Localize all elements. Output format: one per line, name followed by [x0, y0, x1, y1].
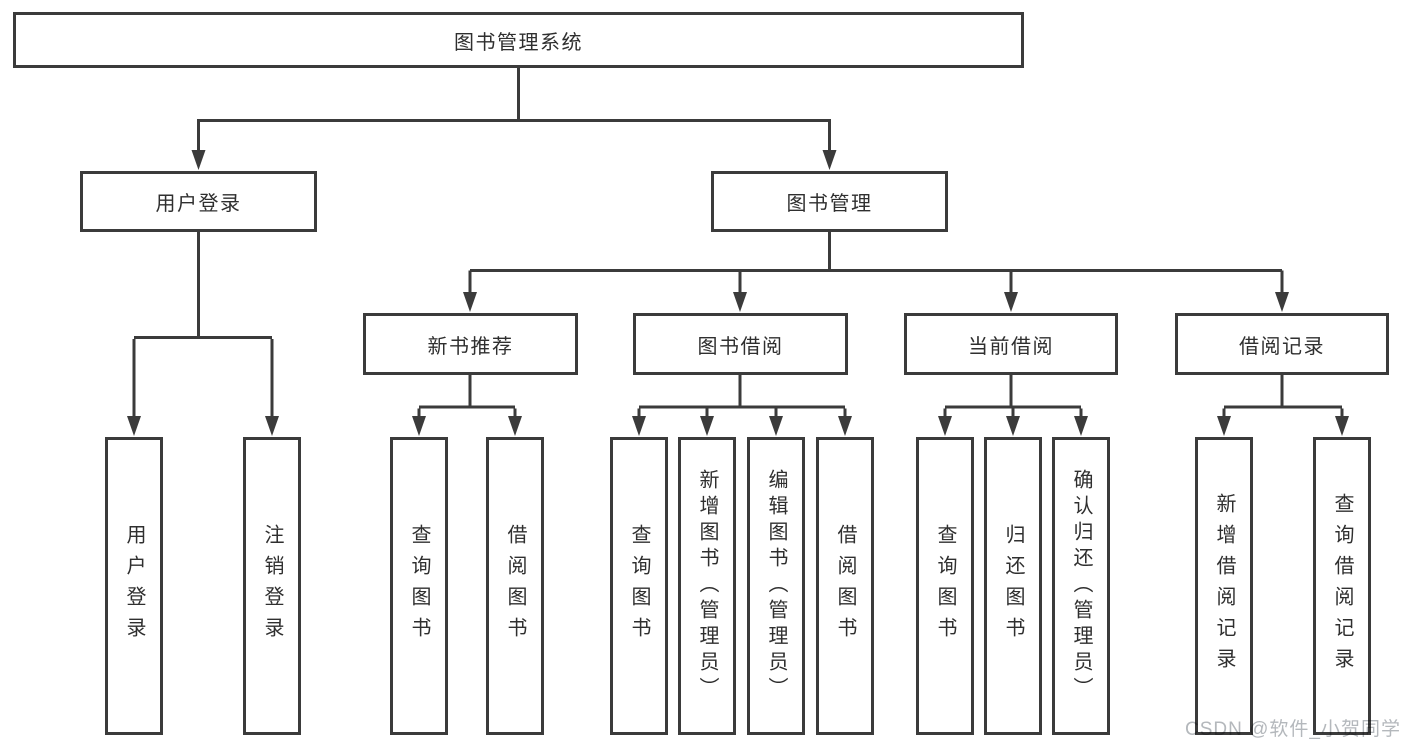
node-label: 用户登录 — [155, 193, 242, 215]
arrow-down — [265, 416, 279, 436]
edge-book-borrowing-to-leaves — [637, 375, 847, 420]
arrow-down — [508, 416, 522, 436]
arrow-down — [822, 150, 837, 170]
edge-book-mgmt-to-level3 — [468, 232, 1284, 296]
node-label: 图书借阅 — [697, 335, 784, 358]
arrowheads — [127, 150, 1349, 436]
leaf-label: 注销登录 — [261, 524, 283, 648]
leaf-logout: 注销登录 — [243, 437, 301, 735]
node-label: 新书推荐 — [427, 335, 514, 358]
node-label: 图书管理系统 — [454, 31, 583, 54]
node-label: 图书管理 — [786, 193, 873, 215]
leaf-query-borrow-record: 查询借阅记录 — [1313, 437, 1371, 735]
leaf-confirm-return-admin: 确认归还（管理员） — [1052, 437, 1110, 735]
leaf-borrow-books: 借阅图书 — [486, 437, 544, 735]
leaf-return-books: 归还图书 — [984, 437, 1042, 735]
arrow-down — [1004, 292, 1018, 312]
arrow-down — [838, 416, 852, 436]
node-book-management: 图书管理 — [711, 171, 948, 232]
leaf-label: 确认归还（管理员） — [1070, 469, 1092, 703]
leaf-add-borrow-record: 新增借阅记录 — [1195, 437, 1253, 735]
node-book-borrowing: 图书借阅 — [633, 313, 848, 375]
leaf-borrow-books: 借阅图书 — [816, 437, 874, 735]
leaf-label: 查询图书 — [934, 524, 956, 648]
leaf-label: 新增图书（管理员） — [696, 469, 718, 703]
node-new-book-recommend: 新书推荐 — [363, 313, 578, 375]
arrow-down — [733, 292, 747, 312]
arrow-down — [1217, 416, 1231, 436]
csdn-watermark: CSDN @软件_小贺同学 — [1185, 719, 1401, 740]
leaf-query-books: 查询图书 — [610, 437, 668, 735]
arrow-down — [1006, 416, 1020, 436]
node-root-system: 图书管理系统 — [13, 12, 1024, 68]
leaf-label: 借阅图书 — [504, 524, 526, 648]
arrow-down — [632, 416, 646, 436]
arrow-down — [700, 416, 714, 436]
arrow-down — [1074, 416, 1088, 436]
arrow-down — [938, 416, 952, 436]
arrow-down — [191, 150, 206, 170]
leaf-add-books-admin: 新增图书（管理员） — [678, 437, 736, 735]
node-current-borrowing: 当前借阅 — [904, 313, 1118, 375]
leaf-label: 借阅图书 — [834, 524, 856, 648]
edge-new-books-to-leaves — [417, 375, 517, 420]
leaf-user-login: 用户登录 — [105, 437, 163, 735]
leaf-label: 归还图书 — [1002, 524, 1024, 648]
leaf-label: 查询借阅记录 — [1331, 493, 1353, 679]
edge-user-login-to-leaves — [132, 232, 274, 420]
node-borrowing-records: 借阅记录 — [1175, 313, 1389, 375]
edge-borrowing-records-to-leaves — [1222, 375, 1344, 420]
node-label: 当前借阅 — [968, 335, 1054, 358]
arrow-down — [463, 292, 477, 312]
arrow-down — [1275, 292, 1289, 312]
leaf-label: 新增借阅记录 — [1213, 493, 1235, 679]
node-user-login: 用户登录 — [80, 171, 317, 232]
edge-root-to-level2 — [197, 68, 831, 153]
arrow-down — [412, 416, 426, 436]
arrow-down — [1335, 416, 1349, 436]
leaf-label: 用户登录 — [123, 524, 145, 648]
leaf-query-books: 查询图书 — [390, 437, 448, 735]
leaf-label: 编辑图书（管理员） — [765, 469, 787, 703]
node-label: 借阅记录 — [1239, 335, 1325, 358]
arrow-down — [769, 416, 783, 436]
leaf-edit-books-admin: 编辑图书（管理员） — [747, 437, 805, 735]
arrow-down — [127, 416, 141, 436]
leaf-label: 查询图书 — [408, 524, 430, 648]
leaf-label: 查询图书 — [628, 524, 650, 648]
edge-current-borrowing-to-leaves — [943, 375, 1083, 420]
leaf-query-books: 查询图书 — [916, 437, 974, 735]
